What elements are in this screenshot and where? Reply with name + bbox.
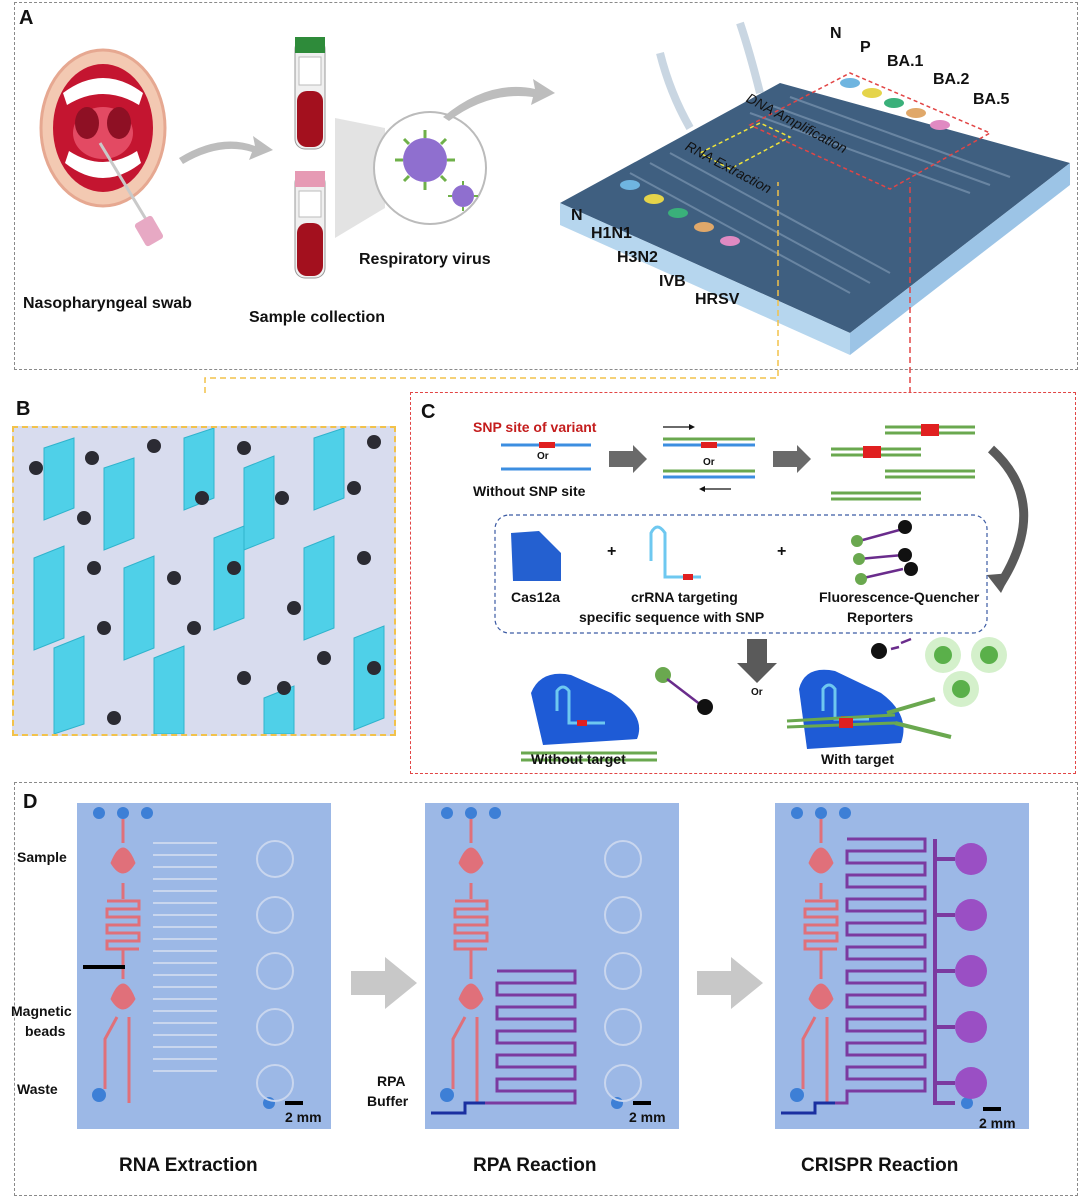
panel-a: A Nasopharyngeal swab Sample collection: [14, 2, 1078, 370]
with-target-label: With target: [821, 751, 894, 767]
arrow-icon: [443, 79, 555, 121]
chip-rna-extraction: [77, 803, 331, 1129]
arrow-icon: [697, 957, 763, 1009]
sample-label: Sample: [17, 849, 67, 865]
reporter-label: Fluorescence-Quencher: [819, 589, 980, 605]
crrna-label: crRNA targeting: [631, 589, 738, 605]
micropillar-scene: [12, 426, 396, 736]
magnetic-beads-label: beads: [25, 1023, 66, 1039]
chip-left-label: HRSV: [695, 291, 740, 308]
sample-tubes: [294, 37, 326, 279]
reporter-label: Reporters: [847, 609, 914, 625]
or-label: Or: [751, 687, 763, 698]
snp-site-label: SNP site of variant: [473, 419, 597, 435]
scale-bar-label: 2 mm: [629, 1109, 666, 1125]
scale-bar-label: 2 mm: [979, 1115, 1016, 1131]
panel-b-letter: B: [16, 398, 31, 420]
panel-a-letter: A: [19, 7, 34, 29]
scale-bar-label: 2 mm: [285, 1109, 322, 1125]
or-label: Or: [703, 457, 715, 468]
virus-label: Respiratory virus: [359, 251, 491, 268]
chip-crispr-reaction: [775, 803, 1029, 1129]
waste-label: Waste: [17, 1081, 58, 1097]
without-snp-label: Without SNP site: [473, 483, 586, 499]
amplification-schematic: [494, 424, 1029, 762]
virus-magnifier: [335, 111, 487, 238]
chip-top-label: BA.2: [933, 71, 970, 88]
panel-c-letter: C: [421, 401, 436, 423]
arrow-icon: [179, 136, 273, 164]
chip-left-label: IVB: [659, 273, 686, 290]
rpa-buffer-label: Buffer: [367, 1093, 409, 1109]
plus-sign: +: [607, 543, 617, 560]
mouth-illustration: [39, 48, 167, 247]
chip-rpa-reaction: [425, 803, 679, 1129]
micropillar-illustration: [29, 428, 385, 734]
step-rpa-reaction-label: RPA Reaction: [473, 1155, 597, 1176]
collection-label: Sample collection: [249, 309, 386, 326]
without-target-label: Without target: [531, 751, 626, 767]
chip-top-label: BA.5: [973, 91, 1010, 108]
magnetic-beads-label: Magnetic: [11, 1003, 72, 1019]
rpa-buffer-label: RPA: [377, 1073, 406, 1089]
chip-left-label: H3N2: [617, 249, 658, 266]
panel-b: B: [10, 392, 400, 740]
swab-label: Nasopharyngeal swab: [23, 295, 192, 312]
chip-left-label: H1N1: [591, 225, 632, 242]
connector-lines: [204, 182, 911, 393]
panel-d: D Sample Magnetic beads Waste 2 mm RNA E…: [11, 782, 1078, 1196]
panel-c: C SNP site of variant: [410, 392, 1076, 774]
microfluidic-chip-3d: [560, 21, 1070, 355]
plus-sign: +: [777, 543, 787, 560]
chip-top-label: BA.1: [887, 53, 924, 70]
panel-d-letter: D: [23, 791, 38, 813]
or-label: Or: [537, 451, 549, 462]
chip-top-label: N: [830, 25, 842, 42]
chip-top-label: P: [860, 39, 871, 56]
step-rna-extraction-label: RNA Extraction: [119, 1155, 258, 1176]
arrow-icon: [351, 957, 417, 1009]
crrna-label: specific sequence with SNP: [579, 609, 765, 625]
cas12a-label: Cas12a: [511, 589, 561, 605]
step-crispr-reaction-label: CRISPR Reaction: [801, 1155, 959, 1176]
chip-left-label: N: [571, 207, 583, 224]
